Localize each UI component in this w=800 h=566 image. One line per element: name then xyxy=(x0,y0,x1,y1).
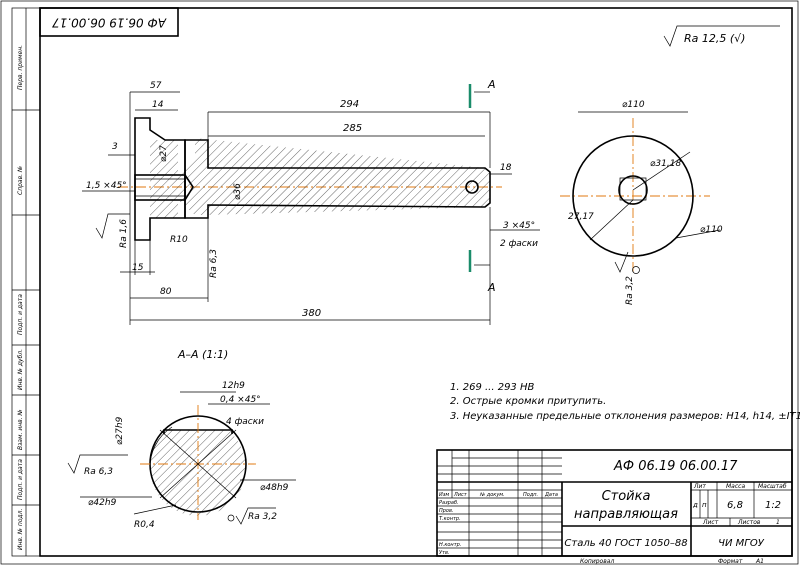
title-scale-header: Масштаб xyxy=(758,483,787,490)
title-format-value: А1 xyxy=(755,558,764,565)
title-role-2: Пров. xyxy=(439,508,454,514)
shaft-hatch xyxy=(178,138,490,215)
title-sheet-label: Лист xyxy=(702,519,719,526)
dim-294: 294 xyxy=(340,99,359,110)
title-part-name-1: Стойка xyxy=(602,489,651,504)
end-dim-31: ⌀31,18 xyxy=(650,159,681,169)
title-scale-value: 1:2 xyxy=(765,500,781,511)
title-role-1: Разраб. xyxy=(439,500,459,506)
dim-chamfer2-note: 2 фаски xyxy=(500,239,538,249)
title-copied-label: Копировал xyxy=(580,558,614,565)
note-3: 3. Неуказанные предельные отклонения раз… xyxy=(450,411,800,422)
cross-hole xyxy=(465,180,479,194)
strip-label-3: Подп. и дата xyxy=(17,294,24,335)
title-part-name-2: направляющая xyxy=(574,507,678,522)
note-2: 2. Острые кромки притупить. xyxy=(450,396,606,407)
sec-d48: ⌀48h9 xyxy=(260,483,289,493)
title-lit-value-1: д xyxy=(692,501,698,509)
title-row-label-4: Подп. xyxy=(523,492,538,498)
dim-chamfer2: 3 ×45° xyxy=(503,221,535,231)
sec-ra63: Ra 6,3 xyxy=(84,467,113,477)
title-role-5: Н.контр. xyxy=(439,542,461,548)
title-role-3: Т.контр. xyxy=(439,516,461,522)
title-block: АФ 06.19 06.00.17 Стойка направляющая Ст… xyxy=(436,449,793,565)
section-letter-top: А xyxy=(487,78,496,91)
strip-label-2: Справ. № xyxy=(17,166,24,195)
sec-side: ⌀27h9 xyxy=(115,416,125,445)
title-mass-value: 6,8 xyxy=(727,500,743,511)
sec-r04: R0,4 xyxy=(134,520,155,530)
strip-label-4: Инв. № дубл. xyxy=(17,349,24,390)
section-title: А–А (1:1) xyxy=(177,348,228,361)
title-org: ЧИ МГОУ xyxy=(718,538,765,549)
title-format-label: Формат xyxy=(718,558,743,565)
section-letter-bottom: А xyxy=(487,281,496,294)
dim-27: ⌀27 xyxy=(159,145,169,162)
dim-ra63: Ra 6,3 xyxy=(209,249,219,278)
roughness-general-text: Ra 12,5 (√) xyxy=(684,32,745,45)
dim-chamfer1: 1,5 ×45° xyxy=(86,181,127,191)
dim-14: 14 xyxy=(152,100,164,110)
left-strip: Перв. примен. Справ. № Подп. и дата Инв.… xyxy=(11,7,41,557)
end-dim-110-side: ⌀110 xyxy=(700,225,723,235)
roughness-general: Ra 12,5 (√) xyxy=(663,25,780,47)
strip-label-1: Перв. примен. xyxy=(17,45,24,90)
title-role-6: Утв. xyxy=(439,550,450,556)
title-sheets-label: Листов xyxy=(737,519,761,526)
sec-ra32: Ra 3,2 xyxy=(248,512,277,522)
dim-57: 57 xyxy=(150,81,162,91)
dim-18: 18 xyxy=(500,163,512,173)
dim-36: ⌀36 xyxy=(233,183,243,200)
title-sheets-value: 1 xyxy=(776,519,780,526)
sec-chamfer-note: 4 фаски xyxy=(226,417,264,427)
strip-label-5: Взам. инв. № xyxy=(17,409,24,450)
sec-d42: ⌀42h9 xyxy=(88,498,117,508)
tech-notes: 1. 269 ... 293 НВ 2. Острые кромки приту… xyxy=(450,382,800,422)
strip-label-7: Инв. № подл. xyxy=(17,509,24,550)
dim-380: 380 xyxy=(302,308,321,319)
main-view: А А 57 14 294 285 3 ⌀27 18 1,5 ×45° ⌀36 … xyxy=(82,78,540,325)
section-aa: А–А (1:1) 12h9 0,4 ×45° 4 фаски ⌀27h9 Ra… xyxy=(67,348,296,530)
shaft-outline xyxy=(184,139,491,219)
end-ra32: Ra 3,2 xyxy=(625,276,635,305)
title-row-label-1: Изм xyxy=(439,492,449,498)
bore xyxy=(134,174,186,201)
end-view: ⌀110 ⌀31,18 27,17 ⌀110 Ra 3,2 xyxy=(560,100,723,305)
title-material: Сталь 40 ГОСТ 1050–88 xyxy=(564,538,687,549)
strip-label-6: Подп. и дата xyxy=(17,459,24,500)
title-mass-header: Масса xyxy=(726,483,745,490)
dim-15: 15 xyxy=(132,263,144,273)
title-lit-header: Лит xyxy=(693,483,706,490)
dim-r10: R10 xyxy=(170,235,188,245)
title-lit-value-2: п xyxy=(702,501,707,509)
end-dim-27: 27,17 xyxy=(568,212,594,222)
note-1: 1. 269 ... 293 НВ xyxy=(450,382,534,393)
sec-key: 12h9 xyxy=(222,381,245,391)
title-row-label-5: Дата xyxy=(544,492,558,498)
end-dim-110-top: ⌀110 xyxy=(622,100,645,110)
top-stamp: АФ 06.19 06.00.17 xyxy=(39,7,179,37)
dim-80: 80 xyxy=(160,287,172,297)
title-designation: АФ 06.19 06.00.17 xyxy=(613,459,738,474)
end-view-circle xyxy=(572,135,694,257)
dim-285: 285 xyxy=(343,123,362,134)
dim-ra16: Ra 1,6 xyxy=(119,219,129,248)
title-row-label-2: Лист xyxy=(453,492,468,498)
title-row-label-3: № докум. xyxy=(479,492,505,498)
top-stamp-text: АФ 06.19 06.00.17 xyxy=(52,16,167,30)
sec-chamfer: 0,4 ×45° xyxy=(220,395,261,405)
dim-3: 3 xyxy=(112,142,118,152)
